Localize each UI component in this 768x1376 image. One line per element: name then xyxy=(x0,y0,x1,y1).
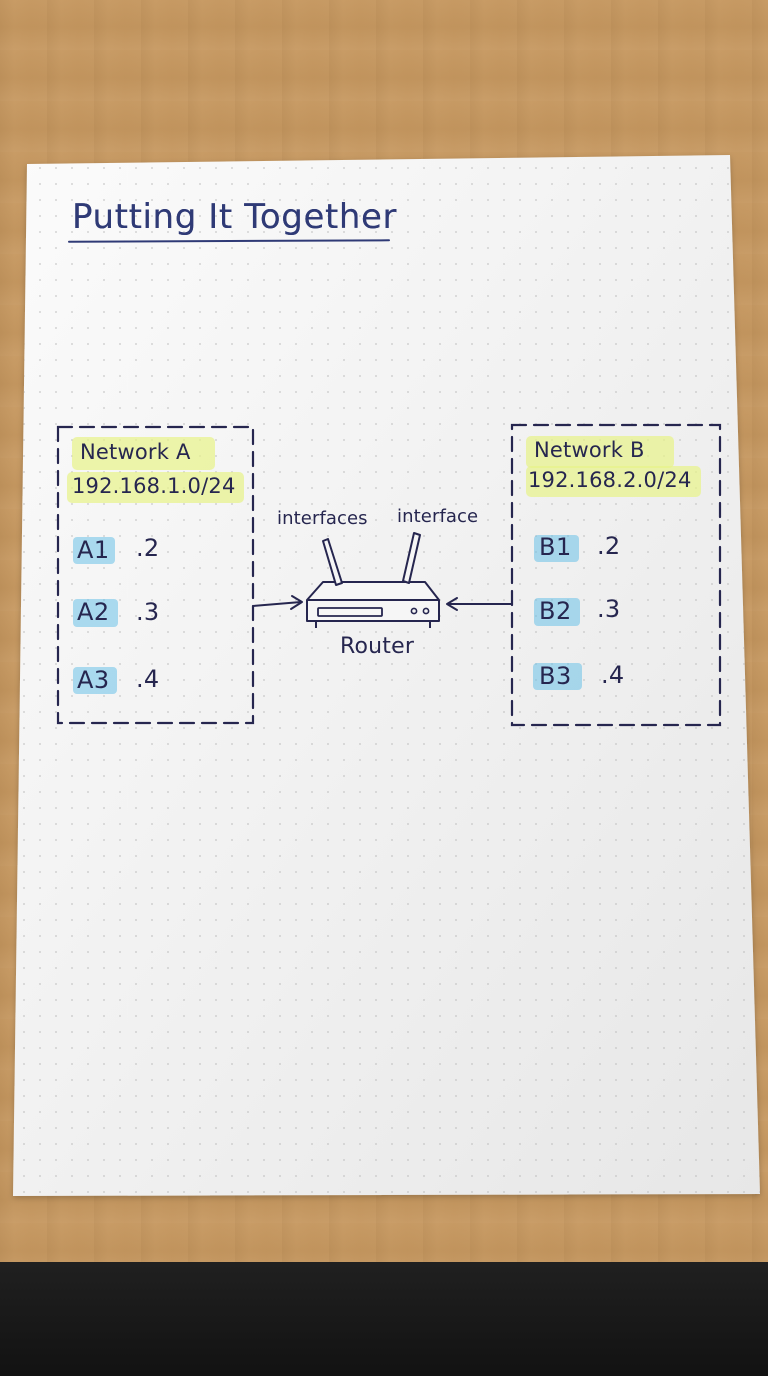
network-b-host-b3-label: B3 xyxy=(539,662,572,690)
network-a-host-a1-ip: .2 xyxy=(136,534,160,562)
network-a-name: Network A xyxy=(80,440,191,464)
network-a-host-a2-ip: .3 xyxy=(136,598,160,626)
network-a-host-a3-ip: .4 xyxy=(136,665,160,693)
router-label: Router xyxy=(340,634,415,659)
left-arrowhead xyxy=(290,595,303,610)
router-right-annotation: interface xyxy=(397,506,479,527)
left-connection-line xyxy=(252,601,302,607)
desk-shadow-area xyxy=(0,1262,768,1376)
network-a-host-a3-label: A3 xyxy=(77,666,110,694)
paper-sheet xyxy=(13,155,760,1196)
router-icon xyxy=(306,532,440,628)
network-b-host-b2-label: B2 xyxy=(539,597,572,625)
network-b-name: Network B xyxy=(534,438,645,462)
network-b-host-b3-ip: .4 xyxy=(601,661,625,689)
network-a-host-a2-label: A2 xyxy=(77,598,110,626)
page-title: Putting It Together xyxy=(72,197,398,237)
network-b-host-b1-label: B1 xyxy=(539,533,572,561)
right-arrowhead xyxy=(446,597,458,611)
title-underline xyxy=(67,239,391,243)
network-b-subnet: 192.168.2.0/24 xyxy=(528,468,692,492)
dot-grid-pattern xyxy=(13,155,760,1196)
network-a-subnet: 192.168.1.0/24 xyxy=(72,474,236,498)
router-left-annotation: interfaces xyxy=(277,508,368,529)
network-b-host-b2-ip: .3 xyxy=(597,595,621,623)
network-b-host-b1-ip: .2 xyxy=(597,532,621,560)
network-a-host-a1-label: A1 xyxy=(77,536,110,564)
